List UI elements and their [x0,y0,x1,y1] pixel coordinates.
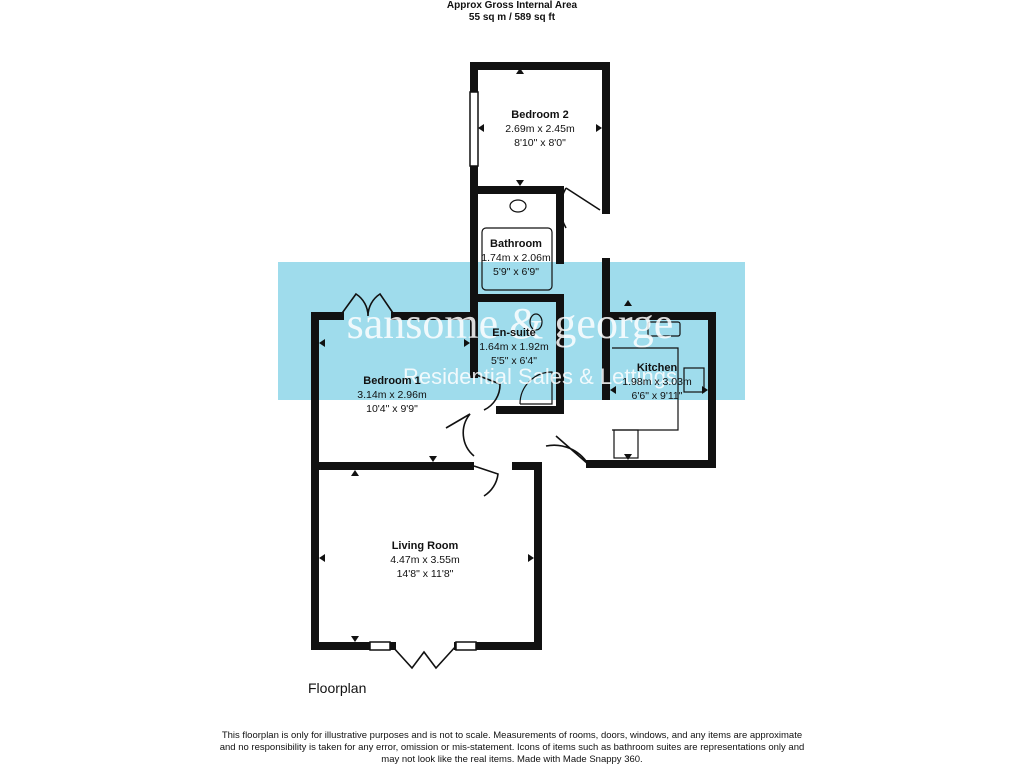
room-name-bathroom: Bathroom [490,238,542,250]
room-name-living: Living Room [392,540,459,552]
wall-kitchen [586,312,716,468]
room-bathroom: Bathroom 1.74m x 2.06m 5'9" x 6'9" [481,238,551,278]
room-ensuite: En-suite 1.64m x 1.92m 5'5" x 6'4" [479,327,549,367]
room-imperial-living: 14'8" x 11'8" [397,568,454,580]
room-imperial-ensuite: 5'5" x 6'4" [491,355,537,367]
watermark-tagline: Residential Sales & Lettings [403,364,677,389]
area-value: 55 sq m / 589 sq ft [468,12,556,23]
window-living-left [369,641,391,651]
arrow-bedroom2-right [596,124,602,132]
room-bedroom2: Bedroom 2 2.69m x 2.45m 8'10" x 8'0" [505,109,575,149]
appliance [613,429,639,459]
windows [369,91,479,651]
arrow-kitchen-bottom [624,454,632,460]
room-name-kitchen: Kitchen [637,362,678,374]
arrow-kitchen-top [624,300,632,306]
arrow-living-bottom [351,636,359,642]
room-imperial-bedroom1: 10'4" x 9'9" [366,403,418,415]
door-kitchen [545,435,589,465]
arrow-living-right [528,554,534,562]
toilet-ensuite [529,313,543,331]
arrow-living-left [319,554,325,562]
door-french-bedroom1 [339,292,396,317]
arrow-bedroom2-bottom [516,180,524,186]
walls [311,62,716,650]
arrow-kitchen-right [702,386,708,394]
watermark-brand: sansome & george [347,299,674,348]
bath [481,227,553,291]
door-french-living [391,645,457,670]
room-bedroom1: Bedroom 1 3.14m x 2.96m 10'4" x 9'9" [357,375,427,415]
arrow-bedroom1-bottom [429,456,437,462]
disclaimer-line-2: and no responsibility is taken for any e… [219,742,805,753]
disclaimer-line-3: may not look like the real items. Made w… [381,754,643,765]
window-bedroom2 [469,91,479,167]
wall-bedroom2 [470,62,610,214]
arrow-bedroom1-left [319,339,325,347]
room-imperial-kitchen: 6'6" x 9'11" [632,390,683,402]
room-metric-ensuite: 1.64m x 1.92m [479,341,549,353]
arrow-bedroom2-left [478,124,484,132]
room-imperial-bathroom: 5'9" x 6'9" [493,266,539,278]
wall-living [311,462,542,650]
kitchen-fittings [612,321,705,459]
worktop [612,347,679,431]
window-living-right [455,641,477,651]
watermark-band [278,262,745,400]
disclaimer-line-1: This floorplan is only for illustrative … [221,730,803,741]
door-bedroom1 [445,413,475,457]
doors [339,187,601,670]
arrow-kitchen-left [610,386,616,394]
shower [519,371,553,405]
room-name-bedroom2: Bedroom 2 [511,109,568,121]
door-ensuite [473,373,501,411]
area-title: Approx Gross Internal Area [446,0,578,11]
disclaimer: This floorplan is only for illustrative … [0,730,1024,766]
arrow-bedroom1-right [464,339,470,347]
floorplan-label: Floorplan [308,680,367,696]
hob [683,367,705,393]
room-name-ensuite: En-suite [492,327,535,339]
door-living [473,465,499,497]
toilet-bathroom [509,199,527,213]
arrow-living-top [351,470,359,476]
door-bedroom2 [559,187,601,229]
room-metric-living: 4.47m x 3.55m [390,554,460,566]
room-kitchen: Kitchen 1.98m x 3.03m 6'6" x 9'11" [622,362,692,402]
room-metric-bedroom2: 2.69m x 2.45m [505,123,575,135]
bathroom-fittings [481,199,553,405]
room-imperial-bedroom2: 8'10" x 8'0" [514,137,566,149]
dimension-arrows [319,68,708,642]
room-metric-bedroom1: 3.14m x 2.96m [357,389,427,401]
room-metric-bathroom: 1.74m x 2.06m [481,252,551,264]
sink [647,321,681,337]
room-name-bedroom1: Bedroom 1 [363,375,420,387]
room-living: Living Room 4.47m x 3.55m 14'8" x 11'8" [390,540,460,580]
room-metric-kitchen: 1.98m x 3.03m [622,376,692,388]
area-header: Approx Gross Internal Area 55 sq m / 589… [0,0,1024,24]
arrow-bedroom2-top [516,68,524,74]
